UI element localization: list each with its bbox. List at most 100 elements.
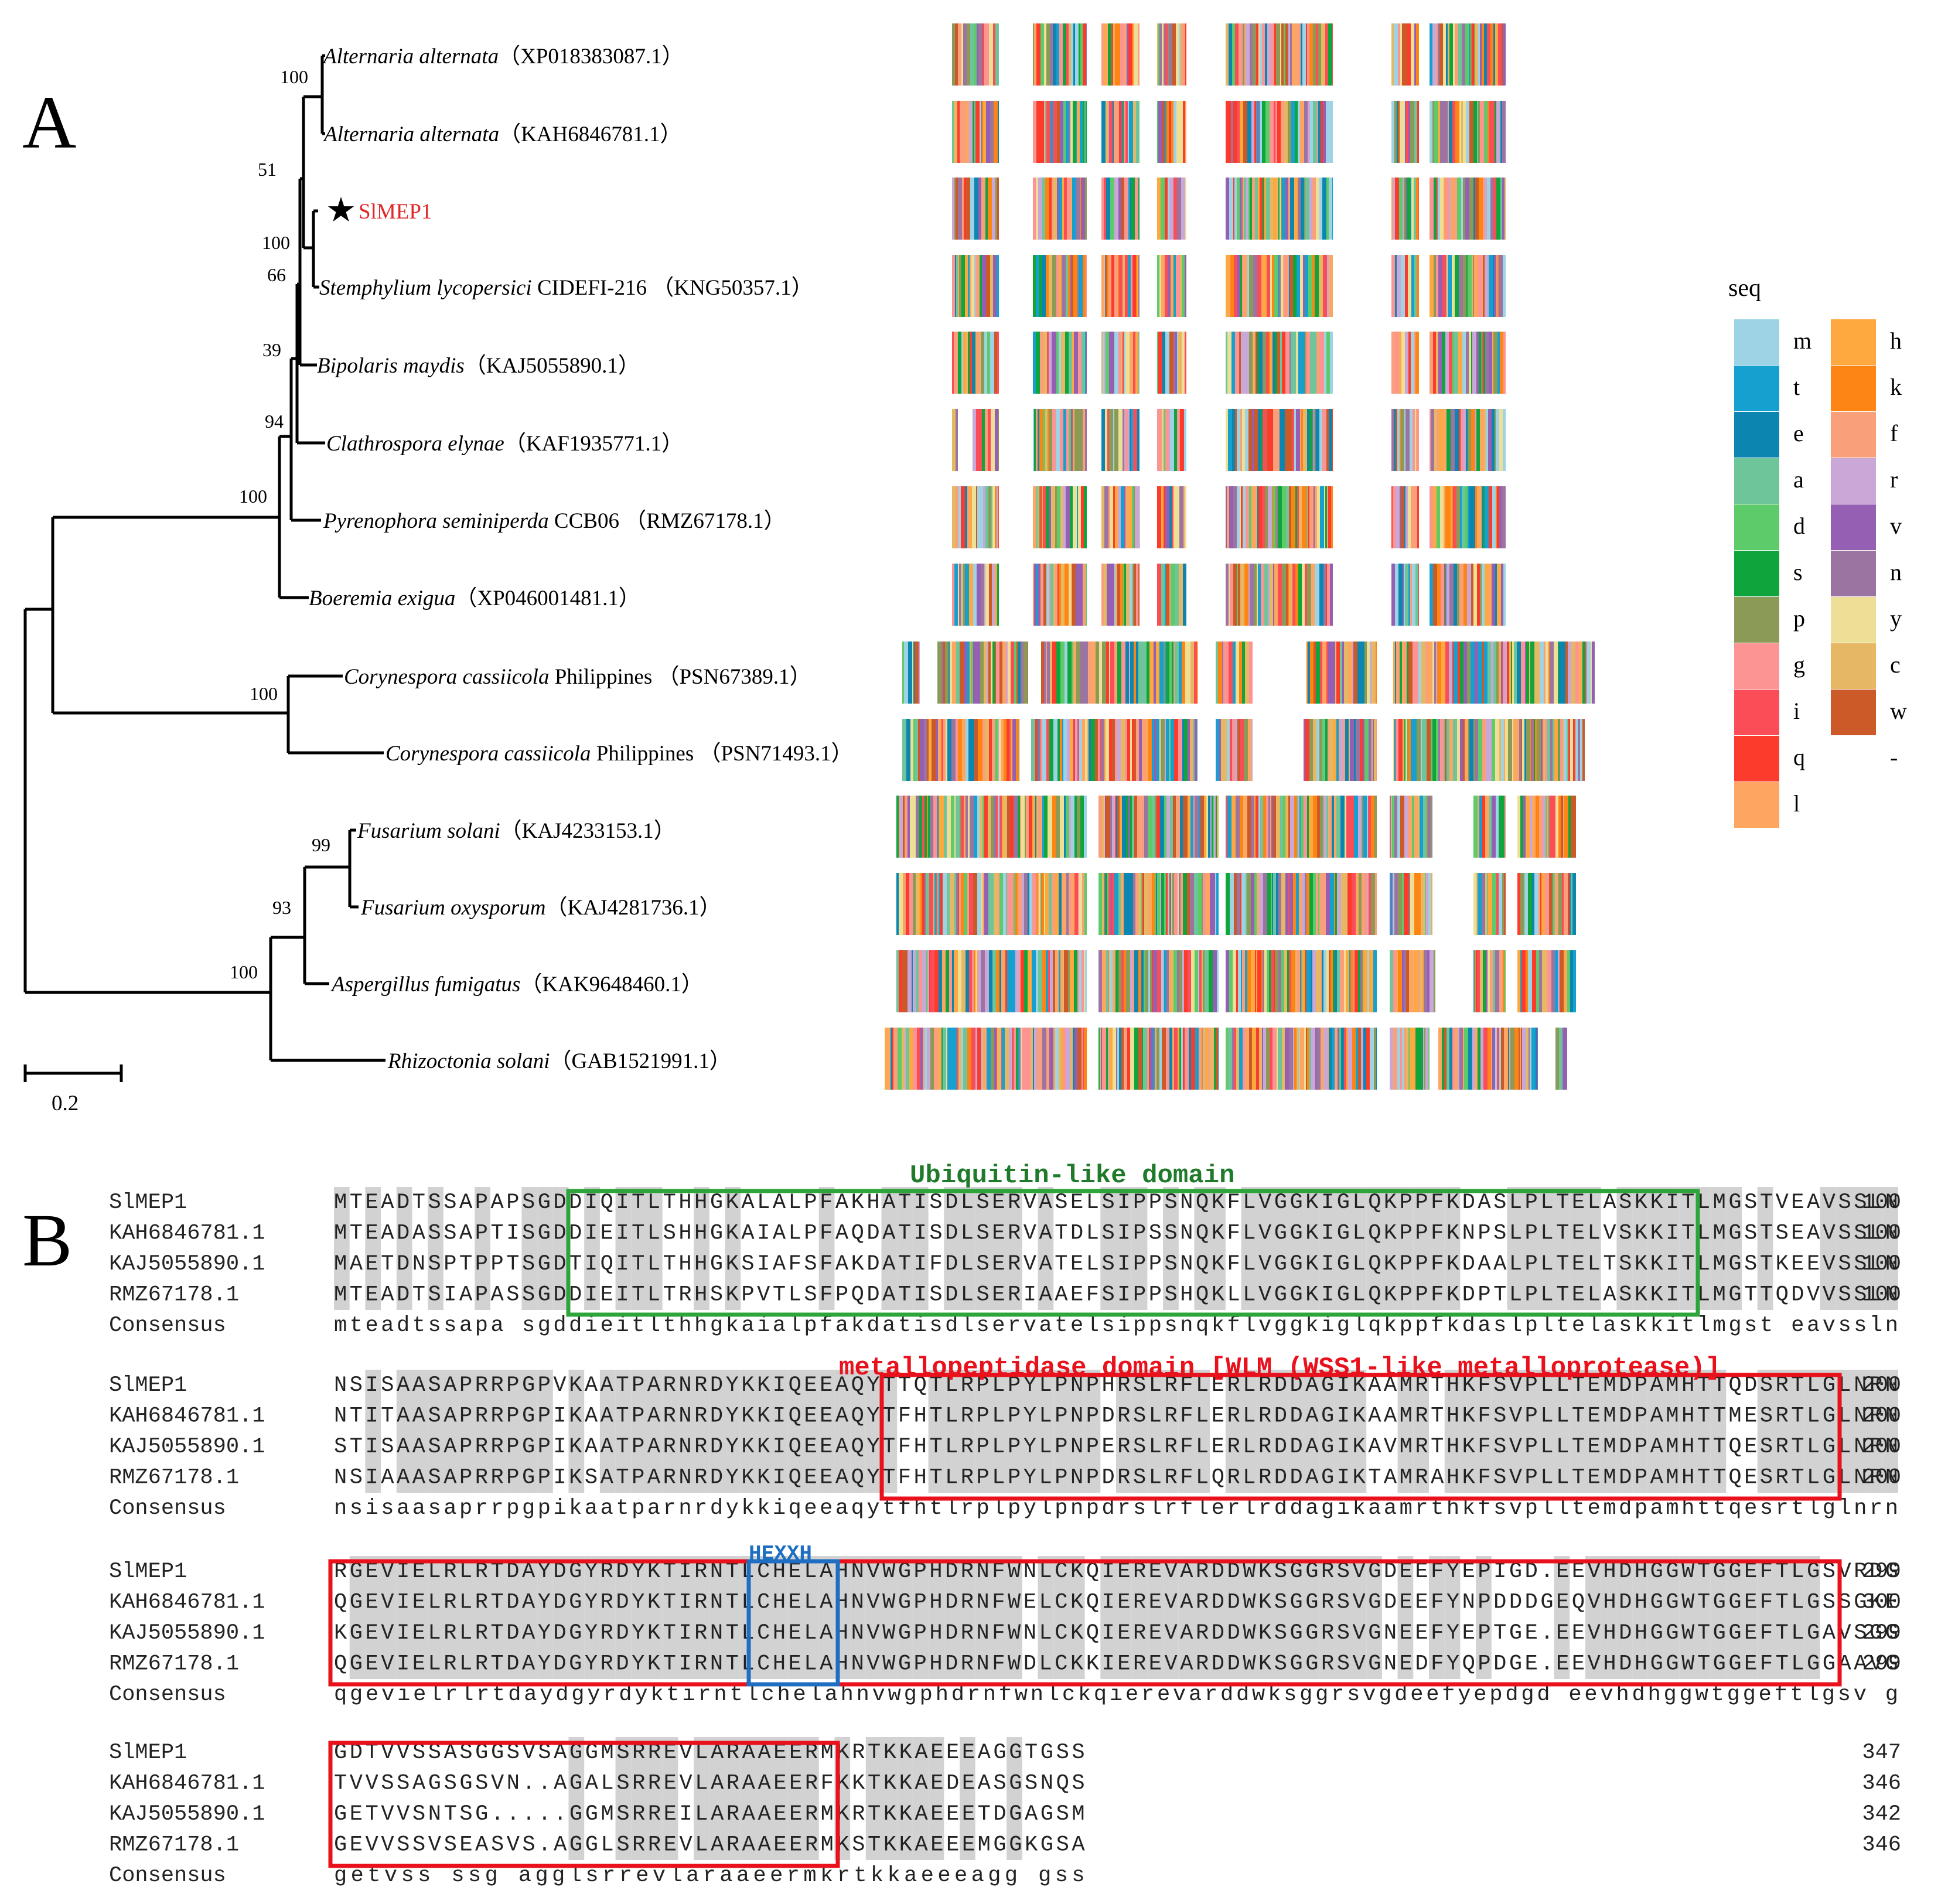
residue-stripe	[1165, 409, 1169, 471]
residue-stripe	[1165, 564, 1166, 626]
residue-stripe	[913, 719, 915, 781]
conserved-column	[490, 1370, 506, 1493]
residue-stripe	[1496, 873, 1499, 935]
residue-stripe	[1028, 1028, 1031, 1090]
residue-stripe	[1344, 1028, 1346, 1090]
residue-stripe	[1018, 796, 1020, 858]
residue-stripe	[1070, 101, 1073, 163]
conserved-column	[381, 1556, 397, 1679]
residue-stripe	[1144, 950, 1145, 1012]
residue-stripe	[1048, 409, 1049, 471]
residue-stripe	[1249, 642, 1250, 704]
residue-stripe	[1101, 564, 1104, 626]
residue-stripe	[1313, 564, 1315, 626]
residue-stripe	[902, 950, 905, 1012]
residue-stripe	[1233, 950, 1234, 1012]
residue-stripe	[1236, 796, 1240, 858]
taxon-label: Aspergillus fumigatus（KAK9648460.1）	[330, 973, 703, 997]
residue-stripe	[1321, 101, 1323, 163]
residue-stripe	[1110, 564, 1114, 626]
residue-stripe	[1477, 564, 1480, 626]
bootstrap-value: 39	[262, 339, 281, 360]
residue-stripe	[1138, 23, 1140, 86]
residue-stripe	[1271, 23, 1274, 86]
residue-stripe	[985, 719, 989, 781]
residue-stripe	[1171, 564, 1173, 626]
residue-stripe	[1169, 486, 1172, 548]
residue-stripe	[1330, 332, 1333, 394]
residue-stripe	[1250, 23, 1253, 86]
residue-stripe	[1064, 950, 1068, 1012]
sequence-position: 346	[1862, 1833, 1901, 1858]
conserved-column	[1007, 1737, 1022, 1860]
residue-stripe	[1014, 796, 1018, 858]
conserved-column	[678, 1556, 694, 1679]
residue-stripe	[981, 950, 985, 1012]
residue-stripe	[952, 564, 954, 626]
residue-stripe	[1101, 1028, 1102, 1090]
conserved-column	[1038, 1370, 1054, 1493]
residue-stripe	[1478, 1028, 1480, 1090]
residue-stripe	[954, 564, 958, 626]
conserved-column	[1789, 1556, 1804, 1679]
residue-stripe	[1053, 719, 1057, 781]
residue-stripe	[1266, 178, 1270, 240]
residue-stripe	[970, 796, 974, 858]
residue-stripe	[1212, 796, 1213, 858]
taxon-accession: （KAJ4233153.1）	[500, 819, 676, 843]
legend-label: e	[1793, 420, 1804, 446]
residue-stripe	[989, 564, 992, 626]
residue-stripe	[1441, 642, 1445, 704]
residue-stripe	[989, 950, 992, 1012]
residue-stripe	[1157, 409, 1161, 471]
residue-stripe	[1101, 332, 1103, 394]
residue-stripe	[958, 486, 961, 548]
residue-stripe	[1135, 873, 1138, 935]
residue-stripe	[1203, 873, 1206, 935]
residue-stripe	[1193, 796, 1195, 858]
legend-swatch	[1831, 504, 1876, 550]
residue-stripe	[1270, 101, 1274, 163]
residue-stripe	[1177, 409, 1180, 471]
residue-stripe	[969, 486, 972, 548]
residue-stripe	[1011, 950, 1015, 1012]
conserved-column	[725, 1556, 741, 1679]
residue-stripe	[1313, 796, 1317, 858]
residue-stripe	[1289, 255, 1290, 317]
residue-stripe	[1369, 719, 1370, 781]
residue-stripe	[1437, 409, 1439, 471]
residue-stripe	[993, 255, 997, 317]
residue-stripe	[1262, 23, 1265, 86]
residue-stripe	[1411, 719, 1413, 781]
residue-stripe	[1568, 873, 1570, 935]
residue-stripe	[1571, 796, 1574, 858]
residue-stripe	[1489, 255, 1492, 317]
conserved-column	[568, 1556, 585, 1679]
residue-stripe	[1065, 564, 1067, 626]
conserved-column	[443, 1556, 459, 1679]
residue-stripe	[1452, 642, 1454, 704]
residue-stripe	[1182, 332, 1185, 394]
conserved-column	[1163, 1370, 1179, 1493]
residue-stripe	[956, 409, 958, 471]
residue-stripe	[971, 1028, 975, 1090]
residue-stripe	[1076, 719, 1077, 781]
residue-stripe	[1433, 486, 1437, 548]
residue-stripe	[1420, 796, 1423, 858]
residue-stripe	[950, 873, 952, 935]
residue-stripe	[1179, 564, 1183, 626]
residue-stripe	[1410, 101, 1414, 163]
legend-swatch	[1734, 551, 1779, 596]
residue-stripe	[1138, 873, 1141, 935]
residue-stripe	[1170, 796, 1173, 858]
residue-stripe	[1313, 719, 1316, 781]
residue-stripe	[1277, 486, 1278, 548]
residue-stripe	[930, 796, 933, 858]
residue-stripe	[1243, 23, 1244, 86]
residue-stripe	[963, 564, 965, 626]
residue-stripe	[1291, 950, 1295, 1012]
residue-stripe	[1453, 719, 1457, 781]
residue-stripe	[1227, 332, 1231, 394]
residue-stripe	[1227, 486, 1229, 548]
residue-stripe	[961, 950, 966, 1012]
